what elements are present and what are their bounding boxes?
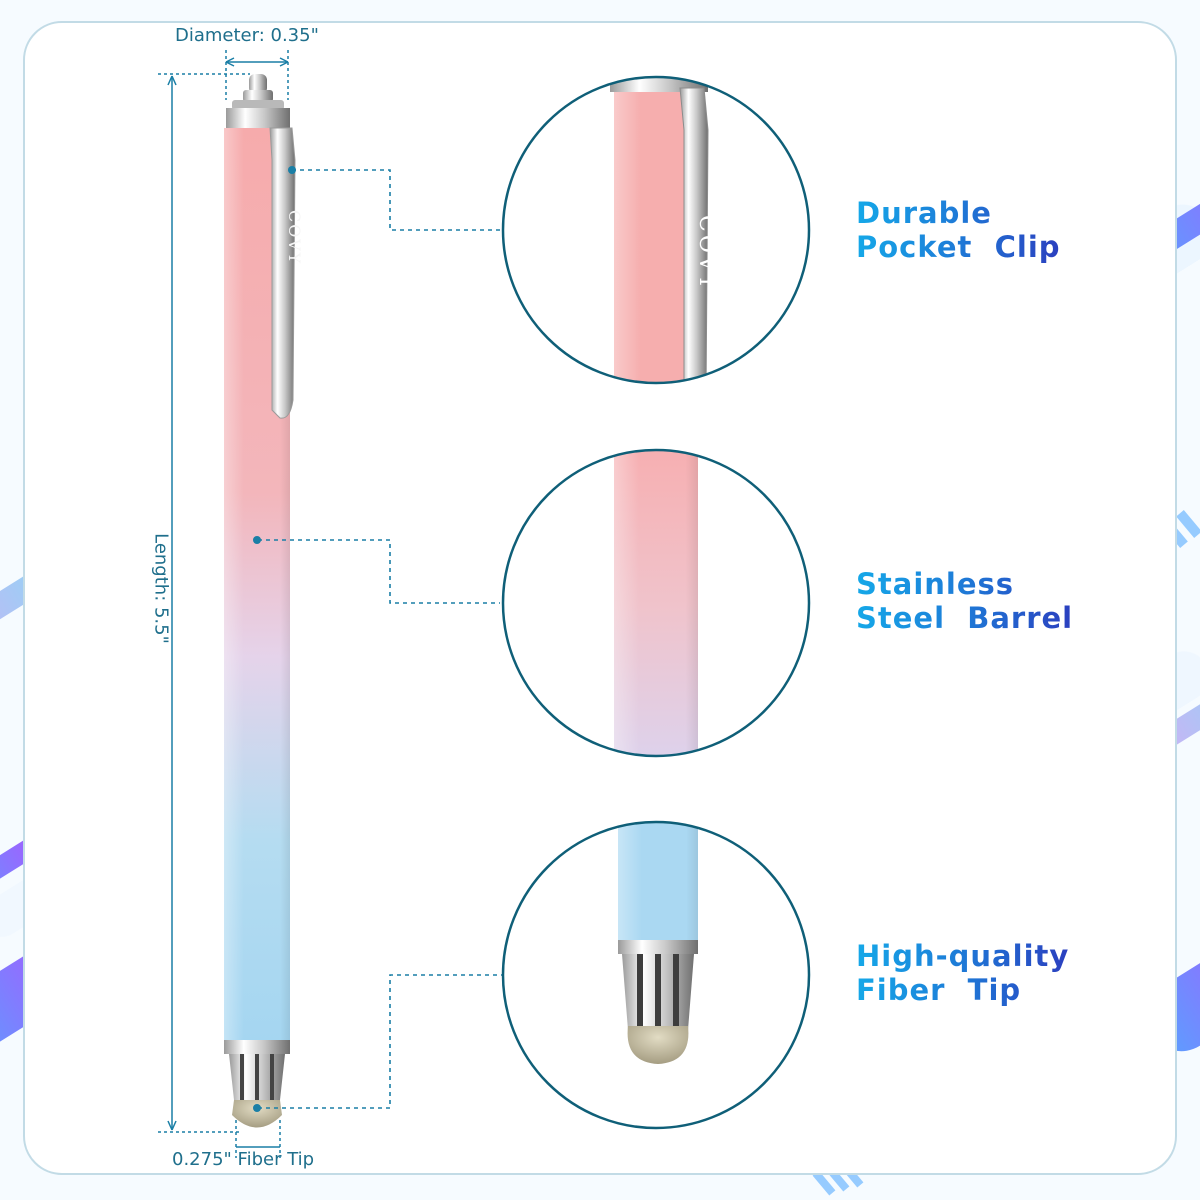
length-label: Length: 5.5" — [150, 533, 172, 644]
brand-logo: COVY — [285, 210, 304, 265]
tip-size-label: 0.275" Fiber Tip — [172, 1149, 315, 1170]
feature-title-line1: Durable — [856, 196, 992, 230]
callout-dot-clip — [288, 166, 296, 174]
diameter-label: Diameter: 0.35" — [175, 25, 319, 46]
feature-steel-barrel: Stainless Steel Barrel — [856, 567, 1073, 635]
feature-title-line1: Stainless — [856, 567, 1015, 601]
brand-logo-zoom: COVY — [694, 215, 719, 292]
callout-leaders — [258, 169, 502, 1109]
zoom-circle-barrel — [501, 448, 811, 758]
pocket-clip-icon: COVY — [269, 127, 304, 419]
callout-dot-tip — [253, 1104, 261, 1112]
metal-ferrule-icon — [224, 1040, 290, 1100]
feature-title-line2: Fiber Tip — [856, 973, 1022, 1007]
stylus-pen: COVY — [224, 74, 304, 1128]
dimension-lines — [158, 50, 289, 1158]
feature-title-line2: Steel Barrel — [856, 601, 1074, 635]
feature-pocket-clip: Durable Pocket Clip — [856, 196, 1061, 264]
zoom-circle-tip — [501, 820, 811, 1130]
fiber-tip-icon — [232, 1100, 282, 1128]
zoom-circle-clip: COVY — [501, 75, 811, 385]
callout-dot-barrel — [253, 536, 261, 544]
feature-title-line1: High-quality — [856, 939, 1070, 973]
pen-top-cap — [226, 74, 290, 130]
feature-fiber-tip: High-quality Fiber Tip — [856, 939, 1069, 1007]
feature-title-line2: Pocket Clip — [856, 230, 1061, 264]
